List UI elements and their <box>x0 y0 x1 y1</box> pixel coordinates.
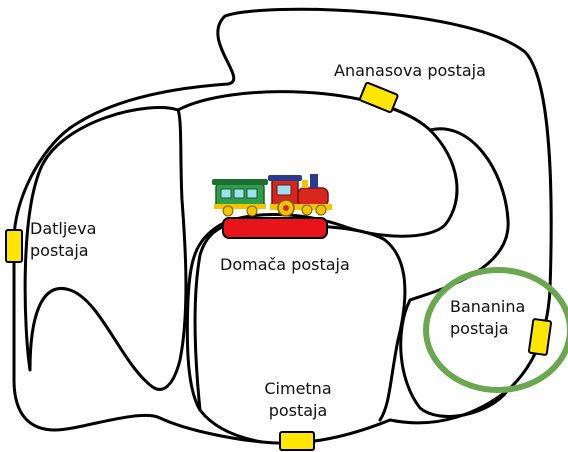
right-track <box>399 127 510 418</box>
datlje-label-line2: postaja <box>30 241 89 260</box>
datlje-station-label: Datljeva postaja <box>30 218 96 262</box>
datlje-label-line1: Datljeva <box>30 219 97 238</box>
home-platform <box>222 217 328 239</box>
highlight-ring <box>423 267 568 393</box>
home-station-label: Domača postaja <box>220 255 350 274</box>
datlje-station-marker <box>5 229 23 263</box>
cimet-station-label: Cimetna postaja <box>258 378 338 422</box>
cimet-label-line2: postaja <box>268 401 328 420</box>
ananas-station-label: Ananasova postaja <box>334 61 486 80</box>
cimet-label-line1: Cimetna <box>264 379 332 398</box>
banana-station-marker <box>527 318 553 356</box>
banana-label-line2: postaja <box>450 319 509 338</box>
banana-label-line1: Bananina <box>450 297 526 316</box>
ananas-station-marker <box>359 81 399 114</box>
left-track <box>23 106 188 391</box>
outer-track <box>12 7 553 445</box>
cimet-station-marker <box>279 431 315 451</box>
train-icon <box>212 174 332 217</box>
banana-station-label: Bananina postaja <box>450 296 525 340</box>
